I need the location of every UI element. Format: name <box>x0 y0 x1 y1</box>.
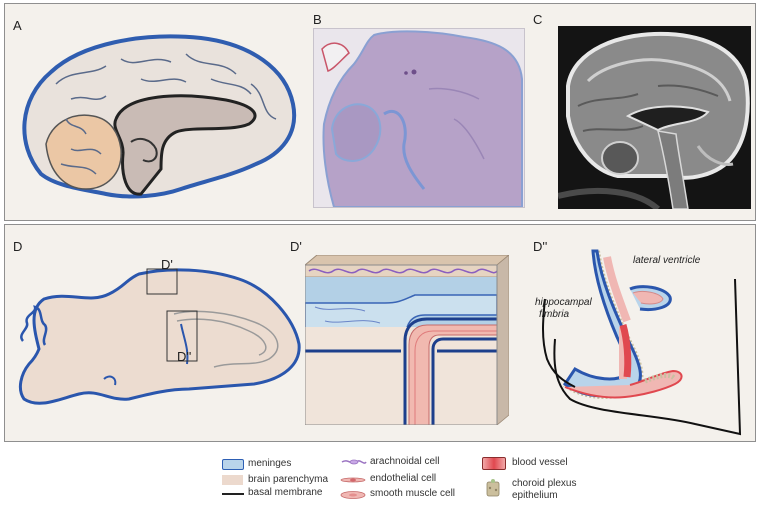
endothelial-cell-icon <box>340 477 366 483</box>
smooth-muscle-cell-icon <box>340 491 366 499</box>
middle-panel-row: D D' D'' D' D'' <box>4 224 756 442</box>
arachnoidal-cell-icon <box>341 459 367 465</box>
hippocampal-annotation: hippocampal <box>535 297 592 308</box>
panel-c-mri-image <box>558 26 751 209</box>
legend: meninges brain parenchyma basal membrane… <box>0 448 760 509</box>
panel-d-prime-label: D' <box>290 239 302 254</box>
panel-d-label: D <box>13 239 23 254</box>
legend-parenchyma-label: brain parenchyma <box>248 474 329 485</box>
legend-basal-membrane-label: basal membrane <box>248 487 323 498</box>
fimbria-annotation: fimbria <box>539 309 569 320</box>
legend-choroid-plexus-label-1: choroid plexus <box>512 478 577 489</box>
basal-membrane-line-icon <box>222 493 244 495</box>
legend-blood-vessel-label: blood vessel <box>512 457 568 468</box>
panel-d-box-lower-label: D'' <box>177 349 191 364</box>
parenchyma-swatch-icon <box>222 475 243 485</box>
panel-d-box-upper-label: D' <box>161 257 173 272</box>
panel-b-histology-image <box>313 28 525 208</box>
blood-vessel-icon <box>482 457 506 470</box>
lateral-ventricle-annotation: lateral ventricle <box>633 255 701 266</box>
panel-b-label: B <box>313 12 322 27</box>
panel-d-sagittal-brain: D' D'' <box>18 257 301 405</box>
choroid-plexus-icon <box>486 479 500 497</box>
panel-c-label: C <box>533 12 543 27</box>
panel-d-double-prime-label: D'' <box>533 239 548 254</box>
meninges-swatch-icon <box>222 459 244 470</box>
panel-d-prime-meninges-block <box>305 255 509 425</box>
legend-smooth-muscle-label: smooth muscle cell <box>370 488 456 499</box>
legend-endothelial-label: endothelial cell <box>370 473 437 484</box>
top-panel-row: A B C <box>4 3 756 221</box>
panel-a-brain-illustration <box>22 34 297 199</box>
legend-choroid-plexus-label-2: epithelium <box>512 490 558 501</box>
panel-a-label: A <box>13 18 22 33</box>
legend-meninges-label: meninges <box>248 458 292 469</box>
legend-arachnoidal-label: arachnoidal cell <box>370 456 440 467</box>
panel-d-double-prime-choroid-plexus: lateral ventricle hippocampal fimbria <box>535 249 742 436</box>
